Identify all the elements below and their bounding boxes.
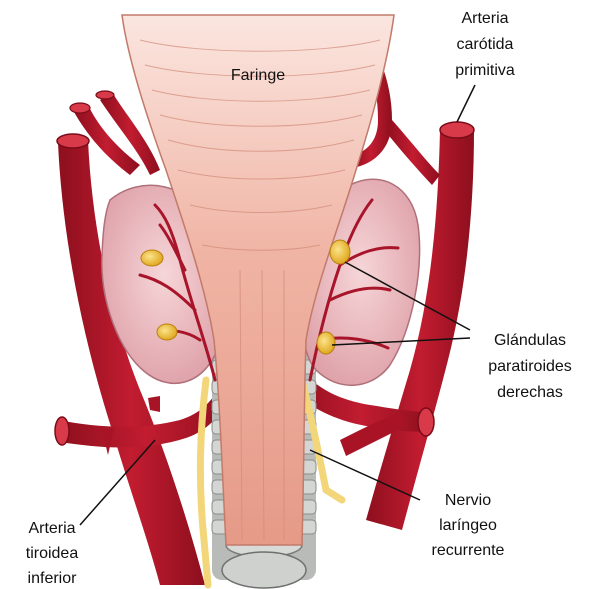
label-thyroid-artery-line1: Arteria (28, 520, 75, 537)
label-carotid-line3: primitiva (455, 62, 515, 79)
label-glands-line1: Glándulas (494, 332, 566, 349)
label-carotid-line2: carótida (457, 36, 514, 53)
parathyroid-gland (330, 240, 350, 264)
label-faringe: Faringe (231, 67, 285, 84)
label-nerve-line2: laríngeo (439, 517, 497, 534)
parathyroid-gland (157, 324, 177, 340)
parathyroid-gland (317, 332, 335, 354)
label-glands-line3: derechas (497, 384, 563, 401)
label-nerve-line1: Nervio (445, 492, 491, 509)
parathyroid-gland (141, 250, 163, 266)
label-nerve-line3: recurrente (432, 542, 505, 559)
label-carotid-line1: Arteria (461, 10, 508, 27)
label-glands-line2: paratiroides (488, 358, 572, 375)
label-thyroid-artery-line3: inferior (28, 570, 78, 587)
label-thyroid-artery-line2: tiroidea (26, 545, 79, 562)
